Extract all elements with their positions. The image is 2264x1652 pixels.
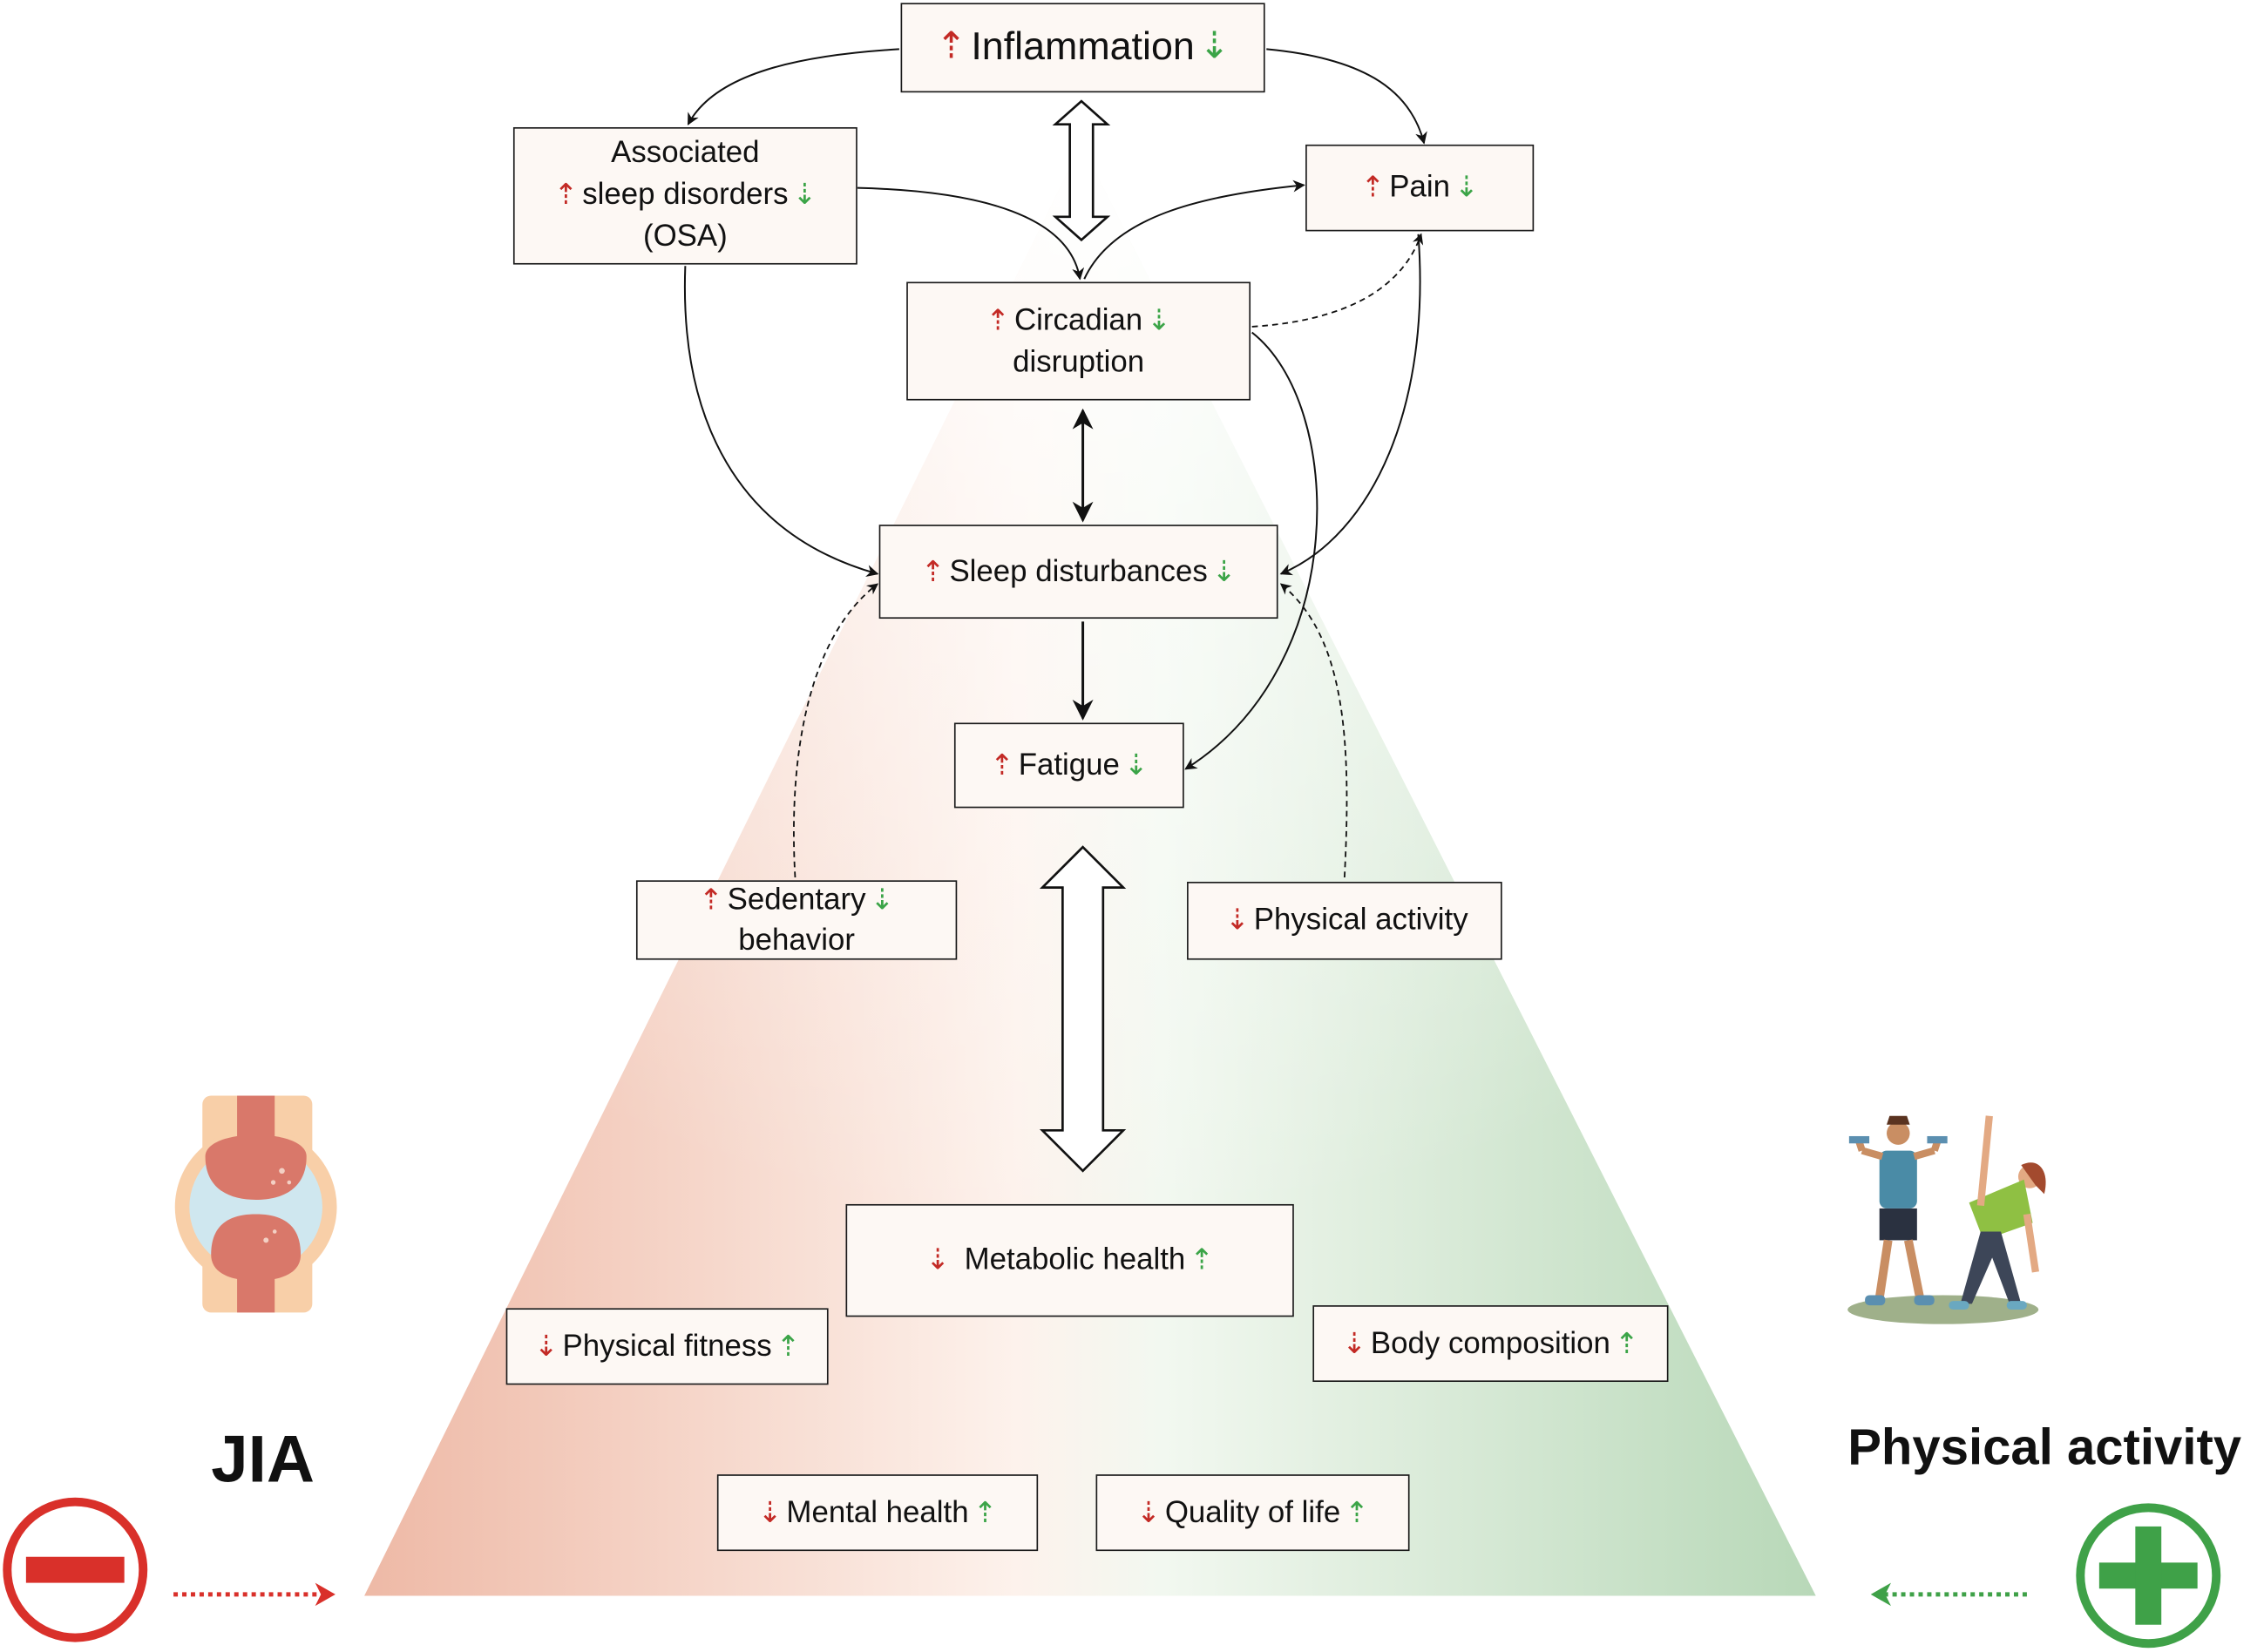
node-pain: ⇡Pain⇣: [1305, 144, 1535, 232]
arrow-sleep-disorders-to-sleep-disturbances: [683, 266, 879, 577]
decrease-arrow-icon: ⇣: [1198, 24, 1230, 69]
node-circadian-disruption: ⇡Circadian⇣ disruption: [906, 281, 1251, 401]
double-arrow-inflammation-circadian: [1052, 99, 1111, 242]
node-fatigue: ⇡Fatigue⇣: [953, 722, 1184, 809]
increase-arrow-icon: ⇡: [553, 176, 579, 212]
label-jia: JIA: [211, 1420, 315, 1497]
decrease-arrow-icon: ⇣: [792, 176, 817, 212]
node-physical-fitness: ⇣Physical fitness⇡: [505, 1308, 829, 1385]
arrow-inflammation-to-pain: [1266, 48, 1427, 145]
decrease-arrow-icon: ⇣: [1147, 301, 1171, 336]
node-quality-of-life: ⇣Quality of life⇡: [1095, 1474, 1410, 1552]
arrow-circadian-to-pain-dashed: [1251, 233, 1424, 328]
increase-arrow-icon: ⇡: [935, 24, 967, 69]
arrow-pain-to-sleep-disturbances: [1279, 234, 1421, 576]
increase-arrow-icon: ⇡: [698, 882, 723, 917]
node-metabolic-health: ⇣Metabolic health⇡: [845, 1203, 1294, 1317]
arrow-physical-activity-to-sleep-disturbances: [1279, 583, 1348, 878]
decrease-arrow-icon: ⇣: [1123, 746, 1149, 782]
increase-arrow-icon: ⇡: [973, 1493, 998, 1529]
arrow-jia-effect-head: [315, 1582, 336, 1607]
arrow-circadian-to-pain: [1083, 179, 1305, 280]
arrow-sedentary-to-sleep-disturbances: [793, 583, 879, 878]
increase-arrow-icon: ⇡: [990, 746, 1014, 782]
decrease-arrow-icon: ⇣: [1454, 169, 1479, 204]
increase-arrow-icon: ⇡: [1614, 1324, 1639, 1360]
node-body-composition: ⇣Body composition⇡: [1312, 1305, 1669, 1383]
minus-circle-icon: [3, 1497, 148, 1642]
decrease-arrow-icon: ⇣: [757, 1493, 783, 1529]
decrease-arrow-icon: ⇣: [1342, 1324, 1366, 1360]
arrow-activity-effect-head: [1870, 1582, 1891, 1607]
node-inflammation: ⇡Inflammation⇣: [900, 3, 1265, 93]
exercising-people-icon: [1847, 1115, 2046, 1324]
increase-arrow-icon: ⇡: [1360, 169, 1386, 204]
decrease-arrow-icon: ⇣: [533, 1327, 559, 1363]
decrease-arrow-icon: ⇣: [1211, 552, 1237, 588]
label-physical-activity: Physical activity: [1847, 1419, 2242, 1476]
node-physical-activity: ⇣Physical activity: [1187, 881, 1502, 960]
decrease-arrow-icon: ⇣: [1136, 1493, 1161, 1529]
decrease-arrow-icon: ⇣: [870, 882, 895, 917]
arrow-sleep-disorders-to-circadian: [857, 186, 1085, 281]
increase-arrow-icon: ⇡: [1345, 1493, 1369, 1529]
node-sleep-disturbances: ⇡Sleep disturbances⇣: [878, 525, 1278, 620]
arrow-circadian-to-fatigue: [1184, 331, 1318, 770]
decrease-arrow-icon: ⇣: [925, 1242, 951, 1276]
arrow-inflammation-to-sleep-disorders: [687, 48, 899, 125]
knee-joint-icon: [174, 1095, 337, 1313]
increase-arrow-icon: ⇡: [986, 301, 1011, 336]
increase-arrow-icon: ⇡: [920, 552, 946, 588]
node-associated-sleep-disorders: Associated ⇡sleep disorders⇣ (OSA): [512, 126, 857, 265]
node-mental-health: ⇣Mental health⇡: [716, 1474, 1039, 1552]
increase-arrow-icon: ⇡: [1190, 1242, 1215, 1276]
double-arrow-fatigue-outcomes: [1039, 845, 1127, 1173]
decrease-arrow-icon: ⇣: [1225, 902, 1250, 938]
plus-circle-icon: [2076, 1503, 2221, 1649]
increase-arrow-icon: ⇡: [776, 1327, 801, 1363]
node-sedentary-behavior: ⇡Sedentary⇣ behavior: [635, 880, 958, 960]
